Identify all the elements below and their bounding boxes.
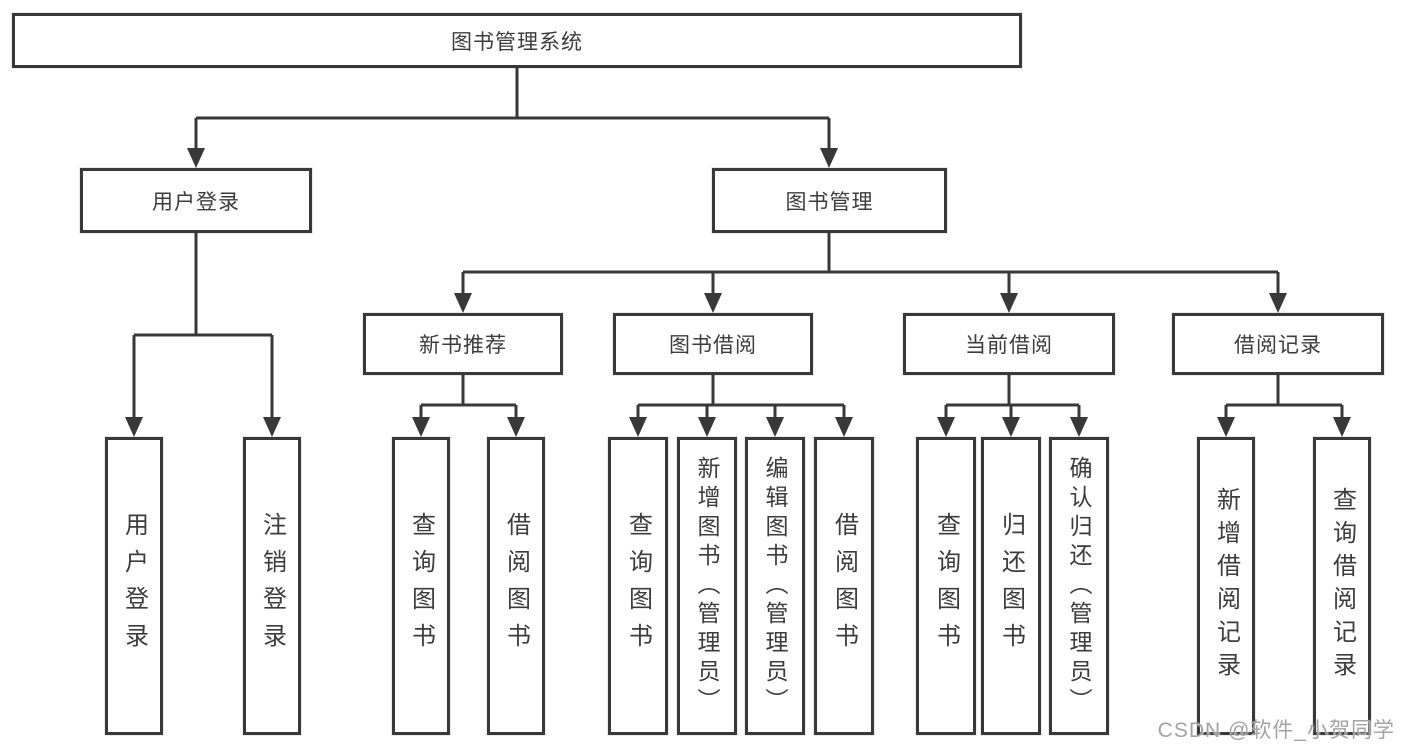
node-new-book-recommend: 新书推荐 <box>363 313 563 375</box>
leaf-query-borrow-record-label: 查询借阅记录 <box>1328 487 1356 685</box>
leaf-add-borrow-record: 新增借阅记录 <box>1197 437 1255 735</box>
leaf-query-book-borrow-label: 查询图书 <box>624 512 652 660</box>
leaf-confirm-return-admin: 确认归还（管理员） <box>1049 437 1109 735</box>
leaf-edit-book-admin: 编辑图书（管理员） <box>745 437 805 735</box>
node-book-borrow: 图书借阅 <box>613 313 813 375</box>
leaf-user-login: 用户登录 <box>105 437 163 735</box>
leaf-query-book-current: 查询图书 <box>916 437 976 735</box>
leaf-logout: 注销登录 <box>243 437 301 735</box>
leaf-user-login-label: 用户登录 <box>120 512 148 660</box>
leaf-edit-book-admin-label: 编辑图书（管理员） <box>762 455 788 717</box>
leaf-query-book-recommend-label: 查询图书 <box>407 512 435 660</box>
leaf-query-book-recommend: 查询图书 <box>392 437 450 735</box>
leaf-confirm-return-admin-label: 确认归还（管理员） <box>1066 455 1092 717</box>
node-current-borrow: 当前借阅 <box>903 313 1115 375</box>
leaf-borrow-book: 借阅图书 <box>814 437 874 735</box>
leaf-return-book: 归还图书 <box>981 437 1041 735</box>
leaf-borrow-book-recommend: 借阅图书 <box>487 437 545 735</box>
leaf-query-book-borrow: 查询图书 <box>608 437 668 735</box>
leaf-add-book-admin-label: 新增图书（管理员） <box>694 455 720 717</box>
leaf-query-borrow-record: 查询借阅记录 <box>1313 437 1371 735</box>
leaf-borrow-book-label: 借阅图书 <box>830 512 858 660</box>
node-borrow-records: 借阅记录 <box>1172 313 1384 375</box>
node-library-management-system: 图书管理系统 <box>12 13 1022 68</box>
csdn-watermark: CSDN @软件_小贺同学 <box>1157 719 1395 742</box>
node-book-management: 图书管理 <box>712 168 947 233</box>
leaf-add-borrow-record-label: 新增借阅记录 <box>1212 487 1240 685</box>
leaf-logout-label: 注销登录 <box>258 512 286 660</box>
leaf-borrow-book-recommend-label: 借阅图书 <box>502 512 530 660</box>
node-user-login: 用户登录 <box>80 168 312 233</box>
leaf-query-book-current-label: 查询图书 <box>932 512 960 660</box>
leaf-return-book-label: 归还图书 <box>997 512 1025 660</box>
leaf-add-book-admin: 新增图书（管理员） <box>677 437 737 735</box>
